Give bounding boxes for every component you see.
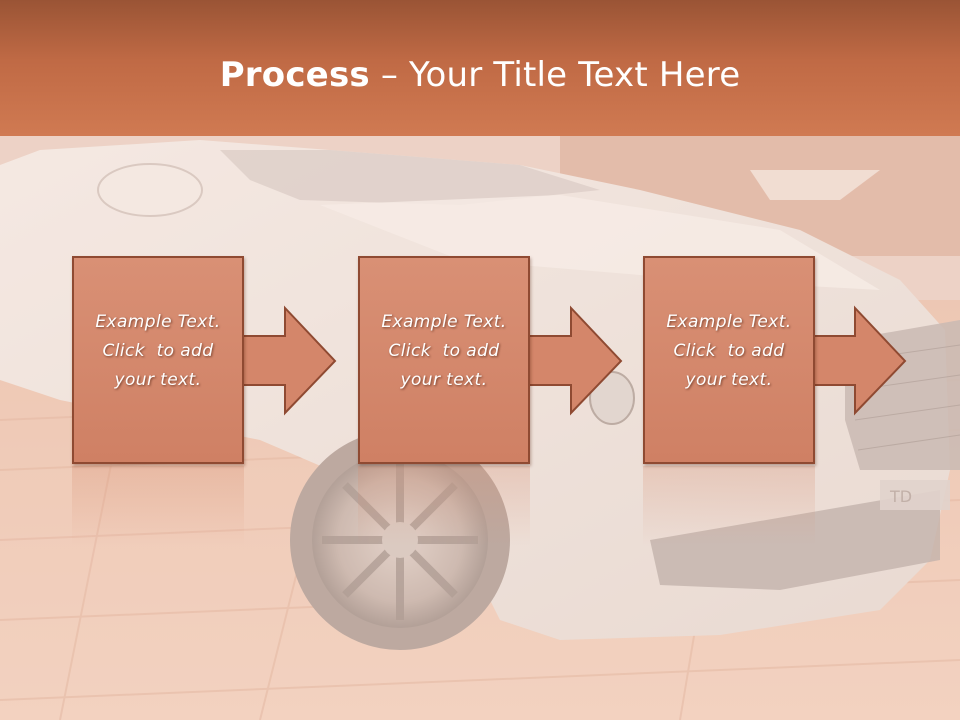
step-line: your text. [114,370,202,390]
step-box [643,256,815,464]
step-line: Example Text. [381,312,507,332]
arrow-right-icon [811,305,907,416]
title-rest: – Your Title Text Here [369,55,741,95]
step-text[interactable]: Example Text. Click to add your text. [78,308,238,395]
step-box [72,256,244,464]
title-bold: Process [219,55,370,95]
step-line: Click to add [388,341,500,361]
arrow-right-icon [241,305,337,416]
step-line: Click to add [673,341,785,361]
process-step-1[interactable]: Example Text. Click to add your text. [72,256,244,464]
step-line: Click to add [102,341,214,361]
arrow-right-icon [527,305,623,416]
process-step-2[interactable]: Example Text. Click to add your text. [358,256,530,464]
step-box [358,256,530,464]
step-reflection [358,466,530,546]
step-text[interactable]: Example Text. Click to add your text. [649,308,809,395]
process-step-3[interactable]: Example Text. Click to add your text. [643,256,815,464]
step-text[interactable]: Example Text. Click to add your text. [364,308,524,395]
step-line: your text. [400,370,488,390]
step-reflection [72,466,244,546]
title-bar: Process – Your Title Text Here [0,0,960,136]
slide-title[interactable]: Process – Your Title Text Here [0,50,960,100]
step-line: Example Text. [95,312,221,332]
step-line: Example Text. [666,312,792,332]
badge-text: TD [889,487,912,506]
step-line: your text. [685,370,773,390]
step-reflection [643,466,815,546]
